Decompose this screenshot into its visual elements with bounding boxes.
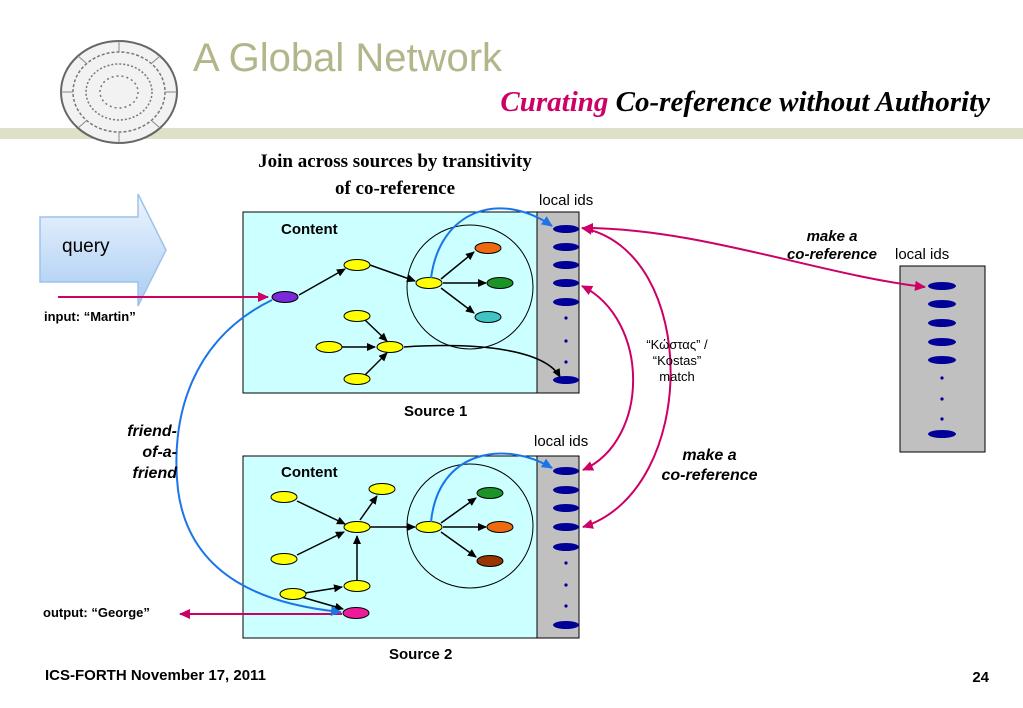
local-ids-label-external: local ids	[895, 246, 950, 263]
make-coref-1-line2: co-reference	[786, 246, 878, 263]
hub-to-local-id-arrow-1	[430, 207, 553, 279]
co-reference-arrow-sources	[581, 285, 634, 471]
faf-line3: friend	[132, 465, 177, 482]
make-coref-1-line1: make a	[806, 228, 858, 245]
node	[486, 277, 514, 289]
output-label: output: “George”	[43, 605, 150, 620]
node	[476, 555, 504, 567]
make-coreference-label-1: make a co-reference	[777, 228, 887, 264]
match-line3: match	[659, 369, 695, 384]
kostas-node	[376, 341, 404, 353]
friend-of-a-friend-arrow	[175, 299, 342, 616]
subtitle-rest: Co-reference without Authority	[615, 86, 990, 118]
node	[474, 311, 502, 323]
footer-left: ICS-FORTH November 17, 2011	[45, 667, 266, 684]
source1-content-label: Content	[281, 221, 338, 238]
local-ids-label-source2: local ids	[534, 433, 589, 450]
match-line1: “Κώστας” /	[646, 337, 708, 352]
node	[315, 341, 343, 353]
node	[343, 373, 371, 385]
hub-to-local-id-arrow-2	[430, 452, 553, 523]
source2-content-label: Content	[281, 464, 338, 481]
subtitle-accent: Curating	[500, 86, 609, 118]
phaistos-disc-logo	[58, 38, 180, 146]
match-arrow	[581, 224, 672, 529]
co-reference-arrow-external	[582, 223, 926, 291]
george-node	[342, 607, 370, 619]
heading-line-2: of co-reference	[334, 178, 456, 199]
hub-node	[415, 521, 443, 533]
friend-of-a-friend-label: friend- of-a- friend	[113, 421, 177, 484]
source1-cluster-circle	[406, 224, 534, 350]
node	[343, 521, 371, 533]
node	[270, 491, 298, 503]
node	[279, 588, 307, 600]
faf-line2: of-a-	[142, 444, 177, 461]
source2-content-box	[242, 455, 538, 639]
faf-line1: friend-	[127, 423, 177, 440]
node	[474, 242, 502, 254]
query-label: query	[62, 236, 110, 257]
make-coref-2-line2: co-reference	[661, 467, 758, 484]
header-band	[0, 128, 1023, 139]
source2-label: Source 2	[389, 646, 453, 663]
node	[343, 580, 371, 592]
node	[476, 487, 504, 499]
page-subtitle: Curating Co-reference without Authority	[500, 86, 990, 119]
page-title: A Global Network	[193, 36, 503, 80]
node	[368, 483, 396, 495]
input-label: input: “Martin”	[44, 309, 136, 324]
name-match-label: “Κώστας” / “Kostas” match	[623, 337, 731, 385]
page-number: 24	[972, 669, 989, 686]
local-ids-label-source1: local ids	[539, 192, 594, 209]
hub-node	[415, 277, 443, 289]
node	[270, 553, 298, 565]
make-coreference-label-2: make a co-reference	[652, 446, 767, 486]
diagram-heading: Join across sources by transitivity of c…	[205, 148, 585, 202]
match-line2: “Kostas”	[652, 353, 702, 368]
martin-node	[271, 291, 299, 303]
query-arrow	[39, 193, 167, 307]
node	[486, 521, 514, 533]
heading-line-1: Join across sources by transitivity	[258, 151, 532, 172]
source1-label: Source 1	[404, 403, 468, 420]
make-coref-2-line1: make a	[682, 447, 737, 464]
node	[343, 310, 371, 322]
node	[343, 259, 371, 271]
